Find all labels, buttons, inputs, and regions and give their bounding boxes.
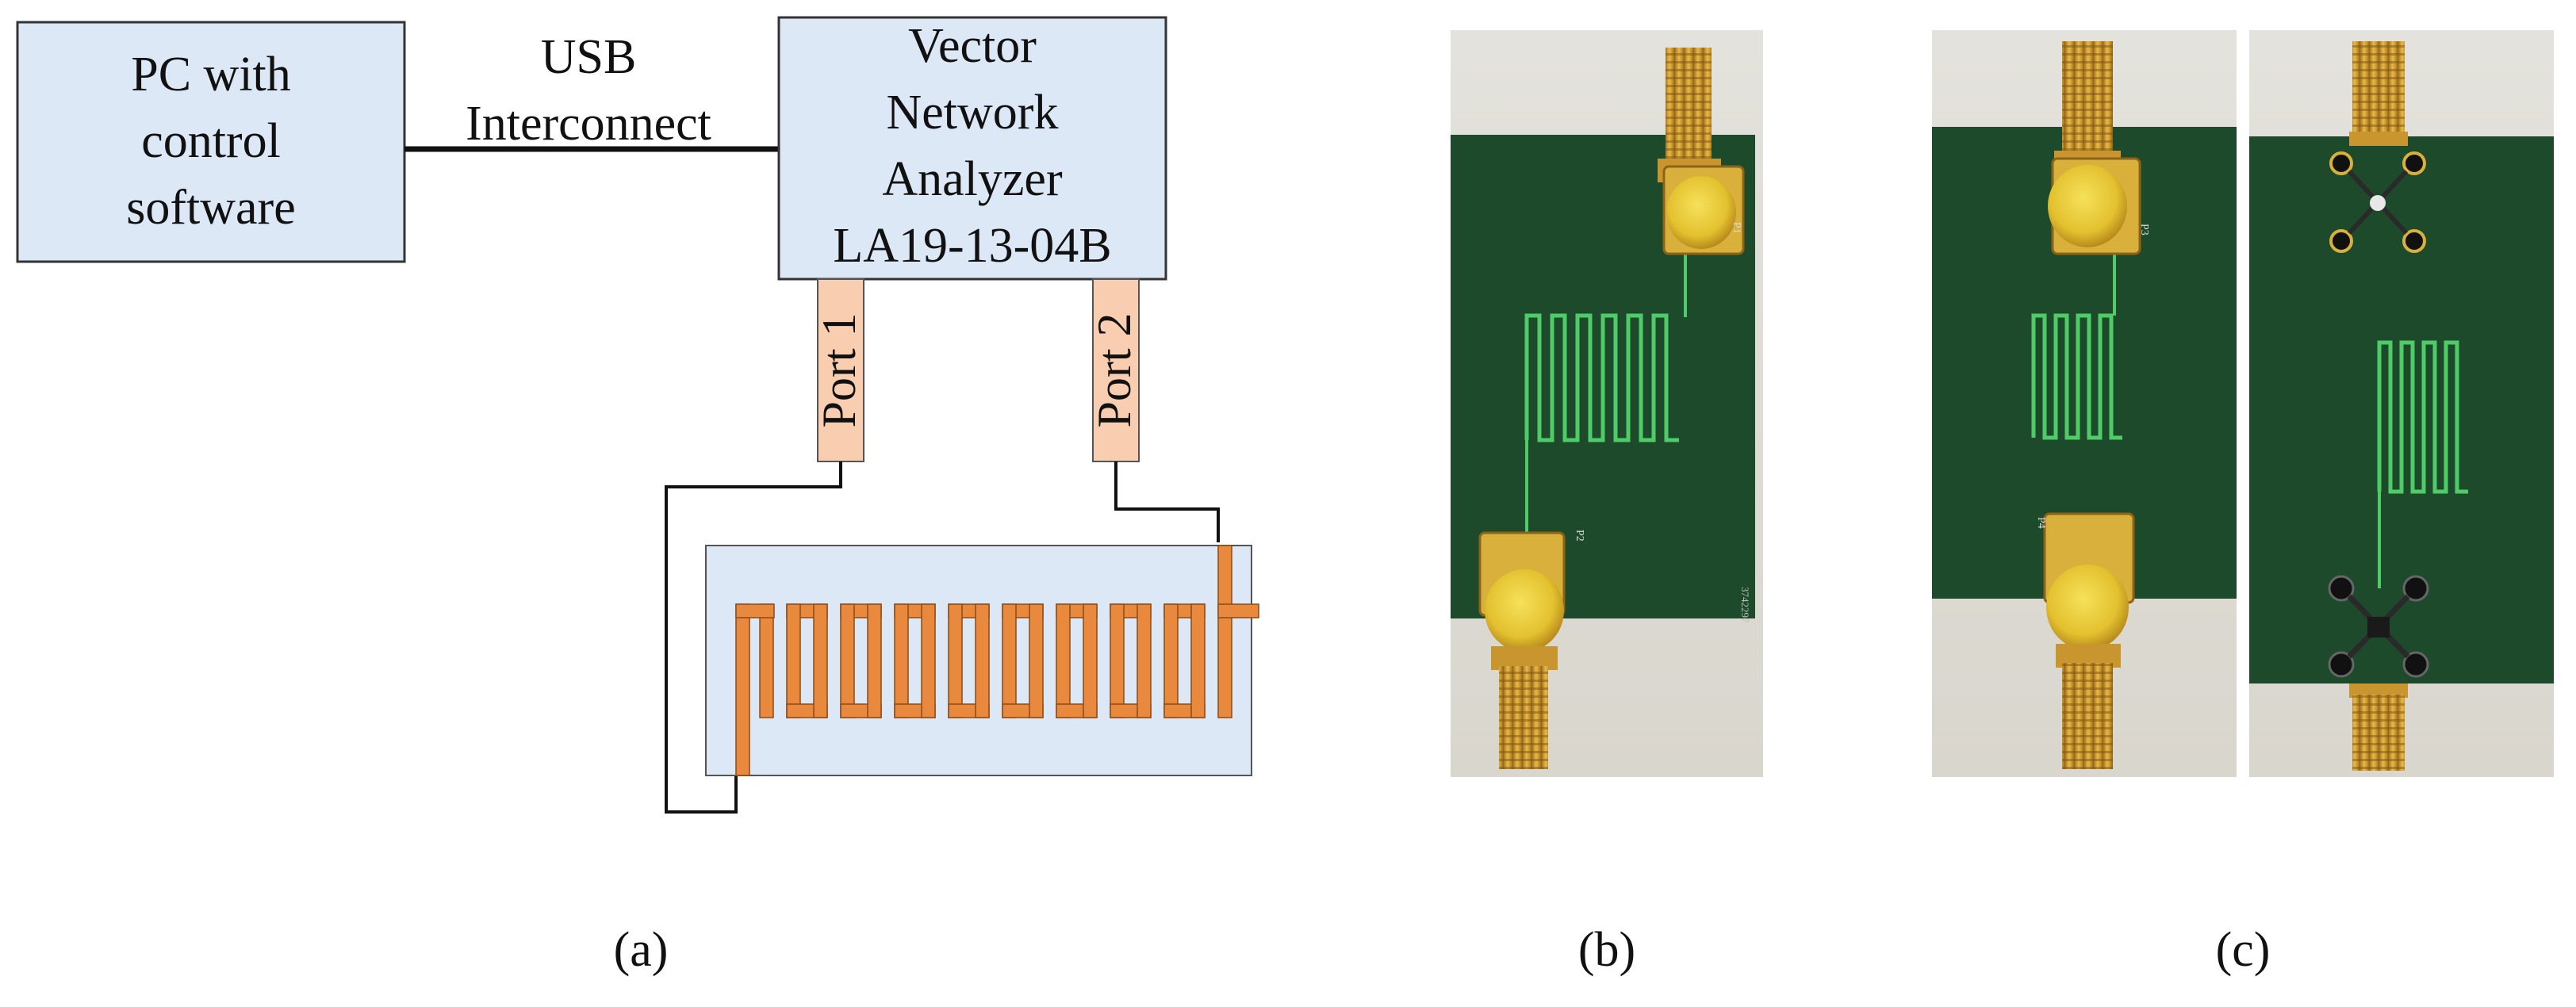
photo-c-p-upper: P3	[2138, 224, 2150, 235]
photo-c-back-bottom-connector	[2328, 575, 2429, 771]
vna-box: Vector Network Analyzer LA19-13-04B	[777, 16, 1167, 281]
usb-label-line2: Interconnect	[466, 97, 711, 151]
vna-label-line3: Analyzer	[882, 152, 1063, 206]
pc-label-line3: software	[126, 181, 295, 235]
photo-c-top-connector	[2048, 41, 2141, 255]
photo-b-p-lower: P2	[1574, 530, 1585, 542]
vna-label-line4: LA19-13-04B	[833, 219, 1111, 273]
photo-c-back-top-connector	[2329, 41, 2426, 253]
photo-b-serial: 3742297	[1739, 587, 1751, 623]
port-2-label: Port 2	[1088, 312, 1140, 427]
photo-b: P1 P2 3742297	[1451, 30, 1763, 777]
port-1-label: Port 1	[813, 312, 865, 427]
photo-b-p-upper: P1	[1731, 222, 1742, 234]
meander-antenna-trace	[735, 545, 1259, 776]
photo-c-back	[2249, 30, 2554, 777]
photo-c-front: P3 P4	[1932, 30, 2237, 777]
vna-label-line2: Network	[887, 86, 1059, 140]
photo-b-top-connector	[1658, 48, 1745, 255]
photo-b-meander-trace	[1524, 313, 1679, 442]
port-1: Port 1	[813, 278, 865, 462]
photo-c-front-meander-trace	[2031, 313, 2122, 440]
photo-b-bottom-connector	[1478, 531, 1566, 769]
pc-label-line2: control	[141, 114, 281, 168]
port-2-cable	[1114, 461, 1220, 542]
caption-b: (b)	[1578, 923, 1635, 977]
vna-label-line1: Vector	[908, 19, 1037, 73]
block-diagram: PC with control software USB Interconnec…	[16, 16, 1259, 814]
usb-label-line1: USB	[541, 30, 637, 84]
photo-c-p-lower: P4	[2035, 517, 2047, 529]
pc-box: PC with control software	[16, 21, 406, 263]
port-1-cable	[665, 461, 842, 814]
caption-c: (c)	[2216, 923, 2271, 977]
pc-label-line1: PC with	[131, 48, 291, 101]
photo-c-back-meander-trace	[2377, 340, 2468, 494]
port-2: Port 2	[1088, 278, 1140, 462]
caption-a: (a)	[614, 923, 669, 977]
photo-c-bottom-connector	[2043, 512, 2135, 769]
